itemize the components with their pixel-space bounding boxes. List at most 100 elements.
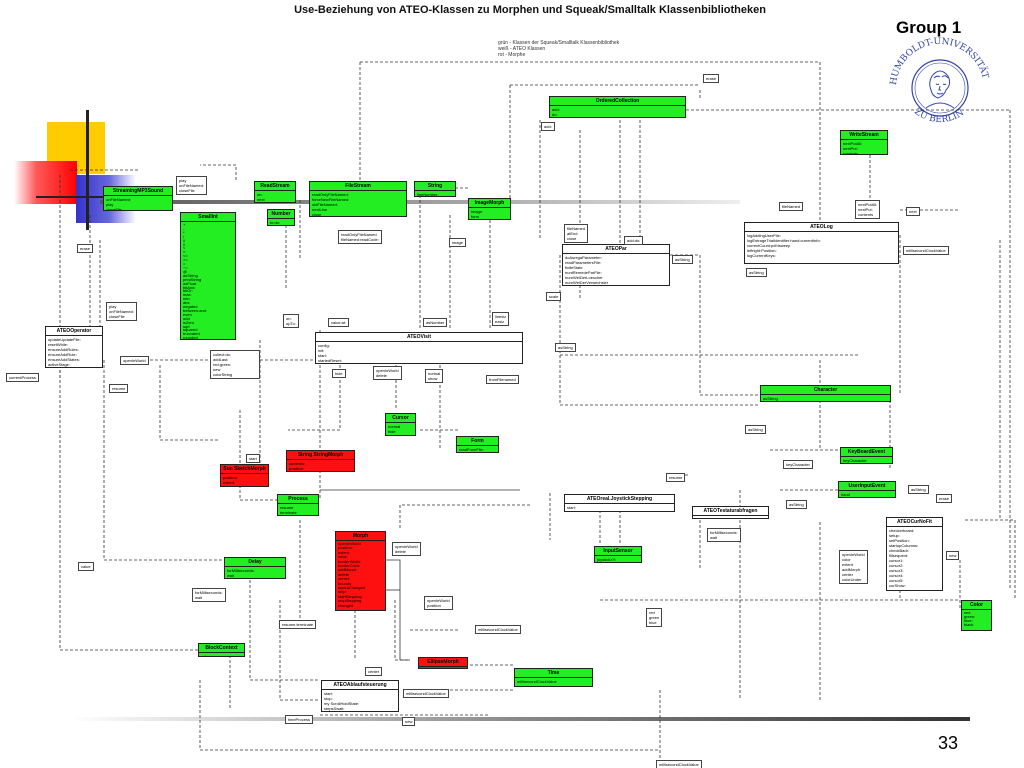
uml-method: logCurrentKeys: xyxy=(747,253,776,258)
seal-ring xyxy=(911,59,969,117)
uml-method: isZero xyxy=(183,319,195,325)
uml-method: cursor3: xyxy=(889,568,904,573)
uml-method: changed xyxy=(338,602,354,608)
uml-method: logEntrageTrialIdentifier:hand:currentIn… xyxy=(747,238,821,243)
uml-class-ellipse-morph[interactable]: EllipseMorph xyxy=(418,657,468,669)
note: erase xyxy=(77,244,94,253)
uml-class-file-stream[interactable]: FileStream readOnlyFileNamed:forceNewFil… xyxy=(309,181,407,217)
uml-class-title: WriteStream xyxy=(841,131,887,140)
uml-method: nunrWelDerVerwechsler xyxy=(565,280,609,285)
note: asString xyxy=(786,500,807,509)
uml-class-image-morph[interactable]: ImageMorph image:form xyxy=(468,198,511,220)
uml-method: even xyxy=(183,311,192,317)
uml-class-title: String StringMorph xyxy=(287,451,354,460)
uml-method: cursor1: xyxy=(889,558,904,563)
uml-method: fillsequent: xyxy=(889,553,909,558)
uml-method: readFromFile: xyxy=(459,447,484,452)
uml-method: to:do: xyxy=(270,220,281,225)
uml-method: curShow: xyxy=(889,583,906,588)
uml-class-ateo-joystick-stepping[interactable]: ATEOreal.JoystickStepping start: xyxy=(564,494,675,512)
uml-class-block-context[interactable]: BlockContext value xyxy=(198,643,245,657)
uml-method: millisecondClockValue xyxy=(517,679,557,684)
note: add:do: xyxy=(624,236,644,245)
uml-method: layoutChanged xyxy=(338,585,365,591)
uml-class-ateo-log[interactable]: ATEOLog logAddingUserFile:logEntrageTria… xyxy=(744,222,899,264)
note: center xyxy=(365,667,383,676)
uml-method: - xyxy=(183,225,185,231)
uml-class-delay[interactable]: Delay forMilliseconds:wait xyxy=(224,557,286,579)
uml-class-read-stream[interactable]: ReadStream on:next xyxy=(254,181,296,203)
uml-class-ateo-visit[interactable]: ATEOVisit config:init:start:startedReset… xyxy=(315,332,523,364)
uml-class-number[interactable]: Number to:do: xyxy=(267,209,295,226)
uml-class-string-morph[interactable]: String StringMorph contents:position: xyxy=(286,450,355,472)
uml-method: my ScrollHoldState: xyxy=(324,701,360,706)
note: timeProcess xyxy=(285,715,314,724)
note: erase xyxy=(703,74,720,83)
uml-method: bounds xyxy=(338,580,352,586)
uml-method: readOnlyFileNamed: xyxy=(312,192,349,197)
uml-class-input-sensor[interactable]: InputSensor joystickXY: xyxy=(594,546,642,563)
uml-class-write-stream[interactable]: WriteStream nextPutAll:nextPut:contents xyxy=(840,130,888,155)
note: next xyxy=(906,207,920,216)
uml-class-title: ATEOreal.JoystickStepping xyxy=(565,495,674,504)
note: asString xyxy=(745,425,766,434)
uml-method: contents: xyxy=(289,461,306,466)
note: add: xyxy=(541,122,555,131)
note: openInWorld xyxy=(120,356,149,365)
uml-class-string[interactable]: String lineNumber: xyxy=(414,181,456,197)
uml-class-title: UserInputEvent xyxy=(839,482,895,491)
uml-method: max: xyxy=(183,292,192,298)
university-seal: HUMBOLDT-UNIVERSITÄT ZU BERLIN xyxy=(889,37,990,125)
uml-method: borderWidth: xyxy=(338,558,361,564)
uml-method: doAsregaParameter: xyxy=(565,255,602,260)
uml-class-ateo-cur-no-fit[interactable]: ATEOCurNoFit checkerboard:setup:setPosit… xyxy=(886,517,943,591)
legend: grün - Klassen der Squeak/Smalltalk Klas… xyxy=(498,40,619,58)
uml-method: squared xyxy=(183,327,198,333)
uml-method: normal xyxy=(388,424,401,429)
uml-class-title: Delay xyxy=(225,558,285,567)
uml-class-user-input-event[interactable]: UserInputEvent hand xyxy=(838,481,896,498)
uml-class-ateo-par[interactable]: ATEOPar doAsregaParameter:readParameters… xyxy=(562,244,670,286)
uml-method: > xyxy=(183,249,186,255)
uml-method: cursor4: xyxy=(889,573,904,578)
uml-class-sun-sketch-morph[interactable]: Sun SketchMorph position:extent: xyxy=(220,464,269,487)
note: fileNamed xyxy=(779,202,804,211)
uml-class-title: ImageMorph xyxy=(469,199,510,208)
note: start xyxy=(246,454,260,463)
uml-method: nextPut: xyxy=(843,146,858,151)
uml-class-form[interactable]: Form readFromFile: xyxy=(456,436,499,453)
uml-method: extent: xyxy=(223,480,236,485)
uml-method: init: xyxy=(318,348,325,353)
uml-method: leftright:Position: xyxy=(747,248,777,253)
uml-method: < xyxy=(183,245,186,251)
uml-class-ateo-testaturabfragen[interactable]: ATEOTestaturabfragen xyxy=(692,506,769,519)
uml-class-title: Form xyxy=(457,437,498,446)
uml-method: extent: xyxy=(338,549,351,555)
uml-class-small-int[interactable]: SmallInt + - * / // \\ < > <= >= = ~= @ … xyxy=(180,212,236,340)
uml-method: startStepping xyxy=(338,593,362,599)
uml-class-title: ATEOAblaufsteuerung xyxy=(322,681,398,690)
legend-line: weiß - ATEO Klassen xyxy=(498,46,546,52)
uml-class-color[interactable]: Color red:green:blue:black xyxy=(961,600,992,631)
uml-method: updateUpdateFile: xyxy=(48,337,81,342)
uml-class-ordered-collection[interactable]: OrderedCollection add:do: xyxy=(549,96,686,118)
uml-class-title: String xyxy=(415,182,455,191)
uml-class-ateo-ablaufsteuerung[interactable]: ATEOAblaufsteuerung start:stop:my Scroll… xyxy=(321,680,399,712)
uml-method: borderColor: xyxy=(338,563,361,569)
uml-class-title: ATEOTestaturabfragen xyxy=(693,507,768,516)
uml-class-morph[interactable]: Morph openInWorld position: extent: colo… xyxy=(335,531,386,611)
uml-class-ateo-operator[interactable]: ATEOOperator updateUpdateFile:resetWhile… xyxy=(45,326,103,368)
uml-class-time[interactable]: Time millisecondClockValue xyxy=(514,668,593,687)
uml-class-key-board-event[interactable]: KeyBoardEvent keyCharacter xyxy=(840,447,893,464)
seal-inner-ring xyxy=(914,62,966,114)
note: resume xyxy=(109,384,129,393)
uml-class-character[interactable]: Character asString xyxy=(760,385,891,402)
